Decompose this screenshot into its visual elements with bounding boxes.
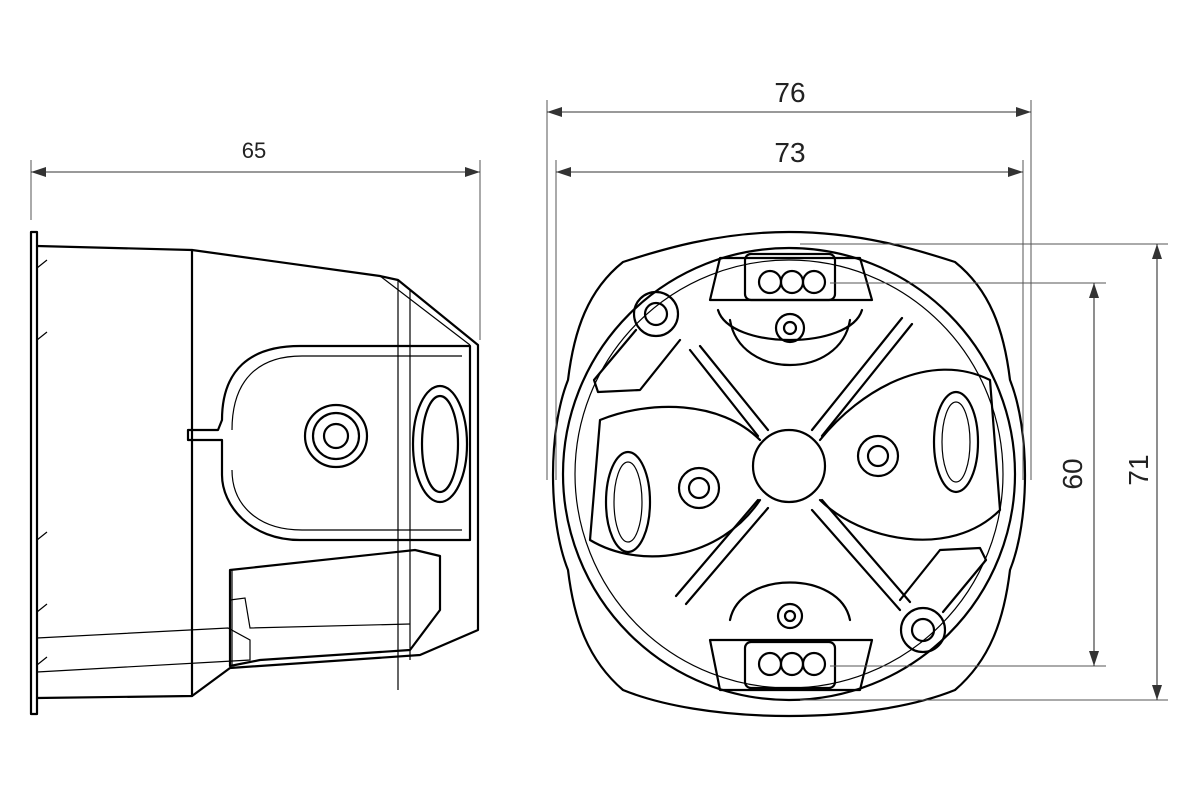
cross-ribs: [674, 316, 914, 612]
screw-boss-outer: [303, 403, 369, 469]
left-screw-hole: [687, 476, 711, 500]
bottom-terminal: [708, 581, 874, 692]
label-73: 73: [774, 137, 805, 168]
cable-entry-outer: [411, 384, 469, 504]
left-screw-outer: [677, 466, 721, 510]
top-terminal: [708, 252, 874, 366]
side-view: 65: [29, 138, 481, 716]
dimension-60: 60: [830, 282, 1106, 667]
screw-hole: [322, 422, 350, 450]
right-cable-entry: [932, 390, 980, 494]
bottom-right-ear: [898, 546, 988, 654]
screw-boss-ring: [311, 411, 361, 461]
label-76: 76: [774, 77, 805, 108]
label-71: 71: [1123, 454, 1154, 485]
box-body-outline: [35, 244, 480, 700]
center-hole: [751, 428, 827, 504]
mounting-lug: [186, 344, 472, 542]
label-65: 65: [242, 138, 266, 163]
cable-entry-inner: [420, 394, 460, 494]
outer-rim: [561, 246, 1017, 702]
front-view: 76 73 60 71: [546, 77, 1168, 718]
flange-teeth: [36, 259, 48, 666]
right-screw-hole: [866, 444, 890, 468]
top-left-ear: [592, 290, 682, 394]
flange-plate: [29, 230, 39, 716]
dimension-65: 65: [30, 138, 481, 340]
clamp-arm: [228, 548, 442, 668]
right-lobe: [818, 368, 1002, 541]
dimension-73: 73: [555, 137, 1024, 480]
left-cable-entry: [604, 450, 652, 554]
right-screw-outer: [856, 434, 900, 478]
dimension-76: 76: [546, 77, 1032, 480]
left-lobe: [588, 405, 762, 558]
outer-flange: [551, 230, 1027, 718]
label-60: 60: [1057, 458, 1088, 489]
dimension-71: 71: [800, 243, 1168, 701]
